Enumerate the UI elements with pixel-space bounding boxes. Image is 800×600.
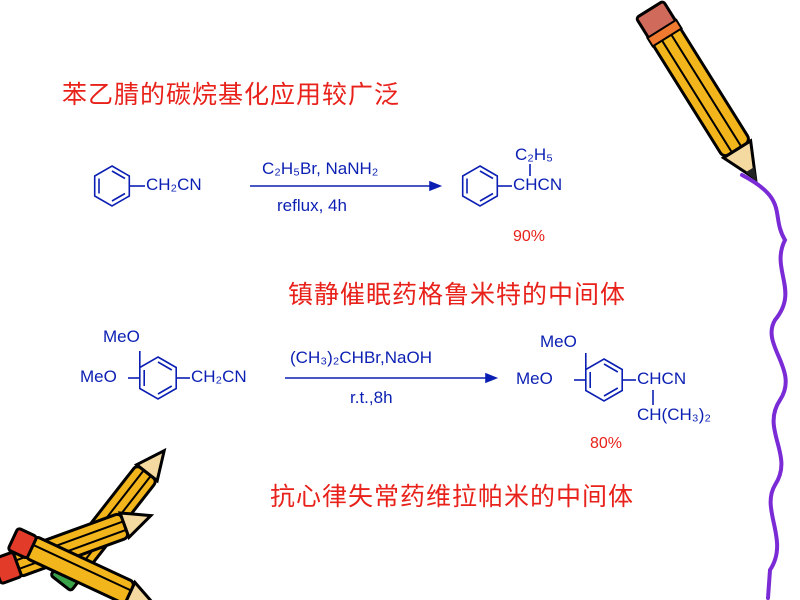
r1-reagent: C₂H₅Br, NaNH₂ [262,159,379,178]
r1-product-substituent: C₂H₅ [515,145,554,164]
benzene-ring-r1-reactant [93,165,145,207]
r2-product-group: CHCN [637,369,687,388]
heading-title: 苯乙腈的碳烷基化应用较广泛 [62,80,401,109]
benzene-ring-r2-product [574,353,654,405]
r2-reactant-meo-top: MeO [103,327,140,346]
r2-product-meo-left: MeO [516,369,553,388]
r2-yield: 80% [590,435,623,452]
r1-reactant-group: CH₂CN [146,175,202,194]
benzene-ring-r2-reactant [128,351,190,400]
r2-reactant-group: CH₂CN [191,367,247,386]
caption-glutethimide-intermediate: 镇静催眠药格鲁米特的中间体 [288,280,627,309]
r2-reactant-meo-left: MeO [80,367,117,386]
r2-product-meo-top: MeO [540,332,577,351]
r2-product-substituent: CH(CH₃)₂ [637,405,711,424]
r1-product-group: CHCN [513,175,563,194]
r2-condition: r.t.,8h [350,388,393,407]
reaction-arrow-2-head [485,372,499,384]
r1-condition: reflux, 4h [277,196,347,215]
caption-verapamil-intermediate: 抗心律失常药维拉帕米的中间体 [270,482,635,511]
reaction-arrow-1-head [429,180,443,192]
r1-yield: 90% [513,228,546,245]
r2-reagent: (CH₃)₂CHBr,NaOH [290,348,432,367]
benzene-ring-r1-product [461,164,531,207]
